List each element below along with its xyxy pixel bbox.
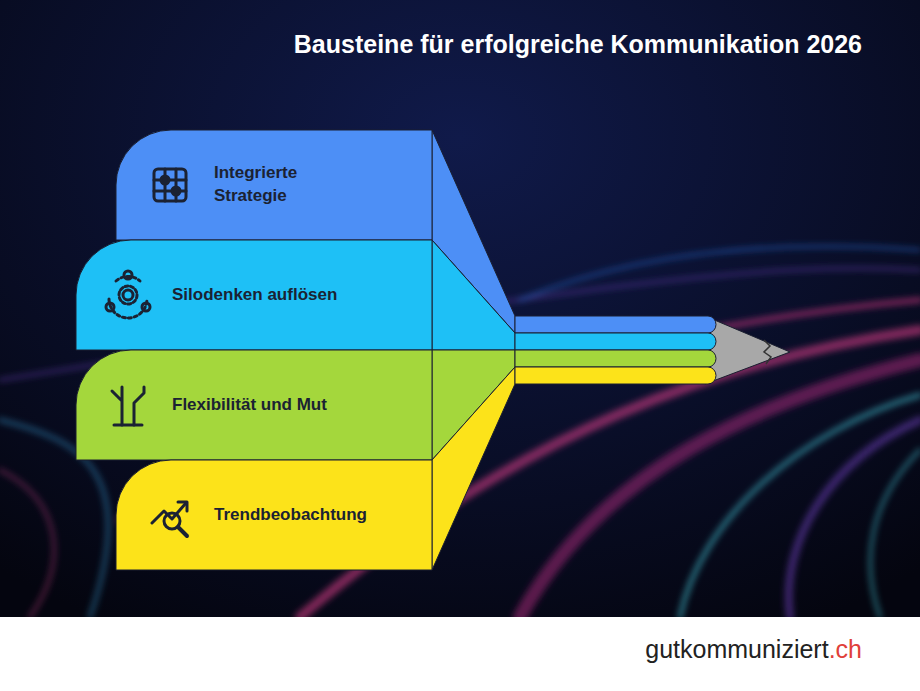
band-label: Trendbeobachtung (214, 504, 367, 527)
band-box: Trendbeobachtung (116, 460, 432, 570)
footer-bar: gutkommuniziert.ch (0, 617, 920, 691)
diagram-title: Bausteine für erfolgreiche Kommunikation… (294, 30, 862, 59)
footer-text: gutkommuniziert.ch (645, 635, 862, 664)
band-label: Flexibilität und Mut (172, 394, 327, 417)
band-label: Integrierte Strategie (214, 162, 334, 208)
band-shape (116, 130, 432, 240)
brand-label: gutkommuniziert (645, 635, 828, 664)
band-label: Silodenken auflösen (172, 284, 337, 307)
band-box: Silodenken auflösen (76, 240, 432, 350)
band-box: Flexibilität und Mut (76, 350, 432, 460)
band-box: Integrierte Strategie (116, 130, 432, 240)
brand-label: .ch (829, 635, 862, 664)
